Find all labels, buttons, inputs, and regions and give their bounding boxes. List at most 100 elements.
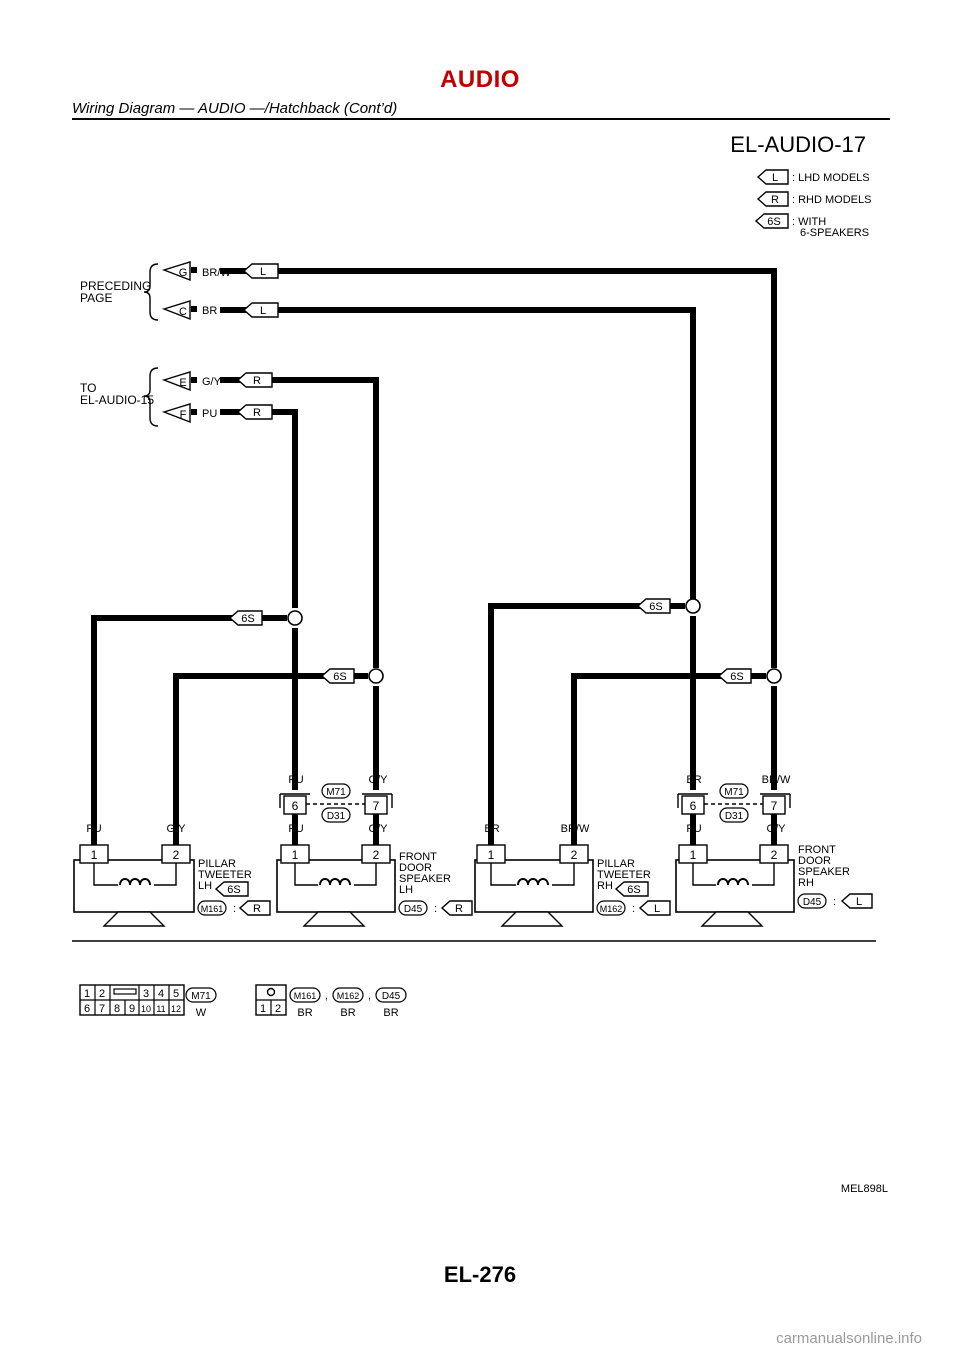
connector-pin: 6 bbox=[84, 1003, 90, 1015]
connector-tag bbox=[398, 900, 428, 916]
splice-circle bbox=[685, 598, 701, 614]
legend-text-6speakers: 6-SPEAKERS bbox=[800, 227, 869, 239]
connector-pin: 10 bbox=[141, 1004, 151, 1014]
connector-view-color: BR bbox=[340, 1007, 355, 1019]
connector-latch bbox=[266, 987, 276, 997]
component-name-line: PILLAR bbox=[597, 858, 635, 870]
junction-pin-box bbox=[762, 795, 786, 815]
flag-shape bbox=[161, 371, 191, 392]
speaker-icon bbox=[500, 911, 564, 927]
flag-letter: G bbox=[179, 267, 188, 279]
wire-harness bbox=[91, 268, 777, 845]
wire-badge-pu: R bbox=[253, 407, 261, 419]
legend-badge-shape bbox=[756, 169, 789, 185]
legend-badge-shape bbox=[756, 191, 789, 207]
junction-label-box bbox=[321, 783, 351, 799]
badge-shape bbox=[238, 900, 271, 916]
component-model-badge: L bbox=[856, 896, 862, 908]
junction-connector-left: PU G/Y 6 7 M71 D31 PU G/Y bbox=[279, 774, 393, 835]
junction-bracket bbox=[677, 793, 791, 808]
component-name-line: RH bbox=[597, 880, 613, 892]
junction-wire-bottom-right: G/Y bbox=[767, 823, 787, 835]
connector-tag bbox=[596, 900, 626, 916]
legend-text-rhd: : RHD MODELS bbox=[792, 194, 871, 206]
wire-br-tweeter-rh bbox=[488, 603, 685, 845]
wire-badge-gy: R bbox=[253, 375, 261, 387]
component-wire-1: BR bbox=[484, 823, 499, 835]
component-wire-2: G/Y bbox=[167, 823, 187, 835]
connector-flag-f: F PU bbox=[161, 403, 217, 424]
component-connector: D45 bbox=[404, 904, 423, 915]
connector-pin: 4 bbox=[158, 988, 164, 1000]
badge-shape bbox=[320, 668, 355, 684]
component-name-line: RH bbox=[798, 877, 814, 889]
badge-shape bbox=[840, 893, 873, 909]
component-sep: : bbox=[434, 903, 437, 915]
junction-label-m71: M71 bbox=[724, 787, 744, 798]
splice-badge-6s: 6S bbox=[649, 601, 662, 613]
connector-flag-e: E G/Y bbox=[161, 371, 222, 392]
connector-tag bbox=[185, 987, 217, 1003]
connector-pin: 1 bbox=[260, 1003, 266, 1015]
flag-terminal bbox=[191, 409, 197, 415]
component-name-line: TWEETER bbox=[198, 869, 252, 881]
badge-shape bbox=[242, 263, 279, 279]
junction-wire-top-right: G/Y bbox=[369, 774, 389, 786]
wire-badge-brw: L bbox=[260, 266, 266, 278]
component-connector: D45 bbox=[803, 897, 822, 908]
legend-badge-6s: 6S bbox=[767, 216, 780, 228]
badge-shape bbox=[236, 404, 273, 420]
component-name-line: TWEETER bbox=[597, 869, 651, 881]
component-front-door-speaker-lh: 1 2 FRONT DOOR SPEAKER LH D45 : R bbox=[276, 844, 473, 927]
junction-wire-bottom-left: PU bbox=[686, 823, 701, 835]
junction-pin-a: 6 bbox=[690, 799, 697, 813]
component-body bbox=[474, 859, 594, 913]
badge-shape bbox=[636, 598, 671, 614]
to-page-brace bbox=[143, 367, 159, 427]
connector-pin: 2 bbox=[275, 1003, 281, 1015]
junction-label-m71: M71 bbox=[326, 787, 346, 798]
watermark-link[interactable]: carmanualsonline.info bbox=[776, 1330, 922, 1347]
badge-shape bbox=[717, 668, 752, 684]
flag-shape bbox=[161, 261, 191, 282]
component-name-line: LH bbox=[198, 880, 212, 892]
junction-wire-top-left: PU bbox=[288, 774, 303, 786]
junction-pin-a: 6 bbox=[292, 799, 299, 813]
component-connector: M162 bbox=[600, 904, 623, 914]
component-name-line: SPEAKER bbox=[798, 866, 850, 878]
splice-circle bbox=[287, 610, 303, 626]
component-pin-1: 1 bbox=[292, 848, 299, 862]
component-pillar-tweeter-lh: PU G/Y 1 2 PILLAR TWEETER LH 6S M161 : R bbox=[73, 823, 271, 927]
junction-pin-box bbox=[681, 795, 705, 815]
junction-pin-box bbox=[364, 795, 388, 815]
connector-tag bbox=[197, 900, 227, 916]
junction-wire-bottom-right: G/Y bbox=[369, 823, 389, 835]
wire-badges: L L R R bbox=[236, 263, 279, 420]
splice-badge-6s: 6S bbox=[241, 613, 254, 625]
component-internal-wire bbox=[294, 863, 377, 886]
component-pin-2: 2 bbox=[373, 848, 380, 862]
junction-label-d31: D31 bbox=[327, 811, 346, 822]
component-name-line: SPEAKER bbox=[399, 873, 451, 885]
preceding-page-label-2: PAGE bbox=[80, 291, 112, 305]
flag-letter: E bbox=[179, 377, 186, 389]
splice-badge-6s: 6S bbox=[730, 671, 743, 683]
flag-letter: F bbox=[180, 409, 187, 421]
wire-gy-tweeter-lh bbox=[173, 673, 368, 845]
junction-pin-b: 7 bbox=[771, 799, 778, 813]
page-number: EL-276 bbox=[443, 1262, 517, 1287]
legend: L : LHD MODELS R : RHD MODELS 6S : WITH … bbox=[754, 169, 871, 239]
badge-shape bbox=[228, 610, 263, 626]
component-front-door-speaker-rh: 1 2 FRONT DOOR SPEAKER RH D45 : L bbox=[675, 844, 873, 927]
page-title: AUDIO bbox=[440, 66, 520, 93]
connector-latch bbox=[113, 988, 137, 995]
connector-tag bbox=[797, 893, 827, 909]
component-name-line: DOOR bbox=[399, 862, 432, 874]
component-pin-2: 2 bbox=[771, 848, 778, 862]
component-sep: : bbox=[233, 903, 236, 915]
component-wire-1: PU bbox=[86, 823, 101, 835]
legend-badge-shape bbox=[754, 213, 789, 229]
junction-wire-top-right: BR/W bbox=[762, 774, 791, 786]
wire-br bbox=[220, 307, 696, 600]
component-option-badge: 6S bbox=[227, 884, 240, 896]
